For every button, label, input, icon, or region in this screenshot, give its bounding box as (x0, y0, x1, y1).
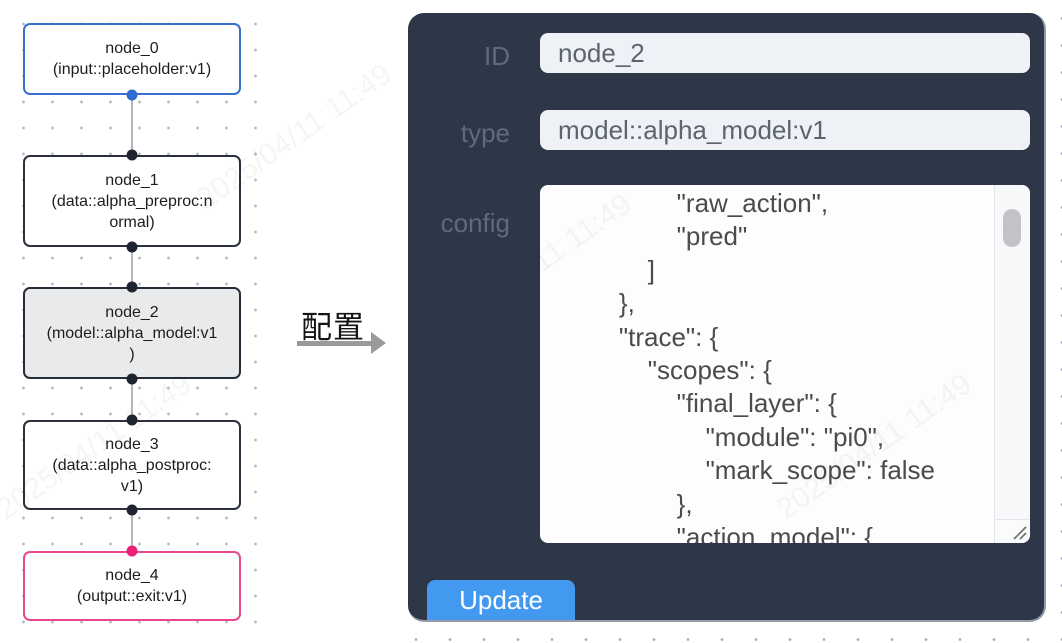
edge-node0-node1 (131, 95, 133, 155)
node-subtitle: (data::alpha_postproc: (52, 456, 212, 474)
node-subtitle: (input::placeholder:v1) (52, 61, 212, 78)
node-title: node_2 (105, 303, 159, 321)
transfer-label: 配置 (301, 310, 365, 345)
config-panel: ID type config "raw_action", "pred" ] },… (408, 13, 1046, 622)
arrow-head (371, 332, 386, 354)
port-node3-source[interactable] (126, 504, 138, 516)
node-subtitle: v1) (120, 477, 144, 495)
port-node2-source[interactable] (126, 373, 138, 385)
flow-node-node_0[interactable]: node_0 (input::placeholder:v1) (23, 23, 241, 95)
node-subtitle: (data::alpha_preproc:n (51, 192, 213, 210)
config-json-text: "raw_action", "pred" ] }, "trace": { "sc… (618, 188, 936, 543)
config-canvas: ID type config "raw_action", "pred" ] },… (393, 0, 1062, 643)
node-title: node_4 (105, 567, 159, 584)
node-title: node_1 (105, 171, 159, 189)
port-node3-target[interactable] (126, 414, 138, 426)
id-input[interactable] (540, 33, 1030, 73)
node-subtitle: ormal) (109, 213, 155, 231)
flow-node-node_2[interactable]: node_2 (model::alpha_model:v1 ) (23, 287, 241, 379)
config-scrollbar-thumb[interactable] (1003, 209, 1021, 247)
edge-node2-node3 (131, 379, 133, 420)
flow-canvas[interactable]: node_0 (input::placeholder:v1) node_1 (d… (0, 0, 272, 643)
config-textarea[interactable]: "raw_action", "pred" ] }, "trace": { "sc… (540, 185, 1030, 543)
config-field-label: config (440, 208, 510, 238)
edge-node1-node2 (131, 247, 133, 287)
update-button[interactable]: Update (427, 580, 575, 620)
node-subtitle: (model::alpha_model:v1 (46, 324, 218, 342)
type-input[interactable] (540, 110, 1030, 150)
resize-corner[interactable] (994, 519, 1030, 543)
port-node4-target[interactable] (126, 545, 138, 557)
port-node0-source[interactable] (126, 89, 138, 101)
flow-node-node_3[interactable]: node_3 (data::alpha_postproc: v1) (23, 420, 241, 510)
port-node1-source[interactable] (126, 241, 138, 253)
node-title: node_0 (105, 40, 159, 57)
flow-node-node_1[interactable]: node_1 (data::alpha_preproc:n ormal) (23, 155, 241, 247)
arrow-shaft (297, 341, 371, 346)
port-node2-target[interactable] (126, 281, 138, 293)
edge-node3-node4 (131, 510, 133, 551)
node-title: node_3 (105, 435, 159, 453)
type-field-label: type (460, 118, 510, 148)
port-node1-target[interactable] (126, 149, 138, 161)
config-scrollbar-track[interactable] (994, 185, 1030, 519)
node-subtitle: (output::exit:v1) (76, 588, 188, 605)
id-field-label: ID (484, 41, 510, 71)
resize-handle-icon (1013, 526, 1027, 540)
flow-node-node_4[interactable]: node_4 (output::exit:v1) (23, 551, 241, 621)
node-subtitle: ) (129, 345, 135, 363)
